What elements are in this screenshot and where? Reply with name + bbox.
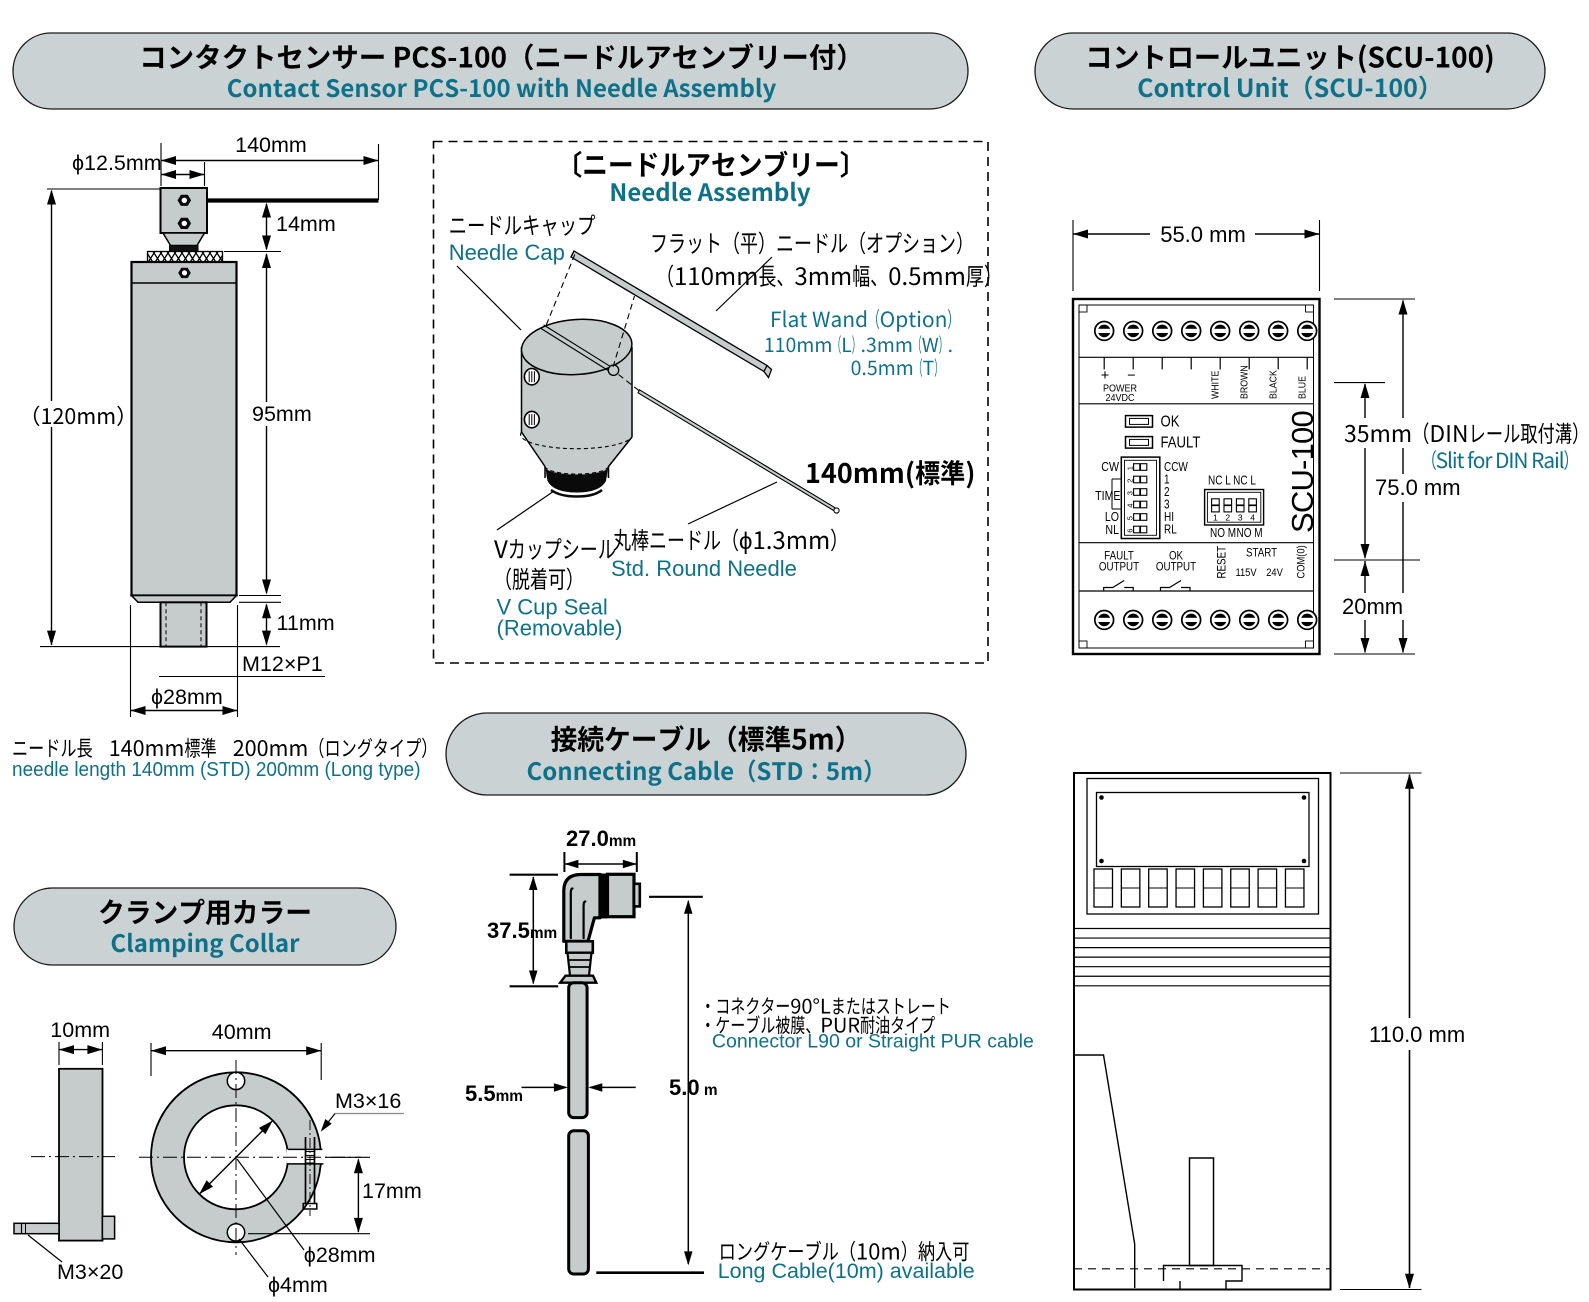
svg-text:START: START [1246,547,1278,560]
svg-text:1: 1 [1213,513,1218,523]
svg-text:40mm: 40mm [212,1020,272,1044]
svg-text:NO M: NO M [1210,527,1236,540]
svg-text:ϕ28mm: ϕ28mm [304,1243,376,1267]
svg-text:needle length 140mm (STD) 200m: needle length 140mm (STD) 200mm (Long ty… [12,759,421,782]
svg-text:1: 1 [1126,466,1135,470]
svg-text:SCU-100: SCU-100 [1285,411,1320,533]
svg-text:BLACK: BLACK [1267,370,1279,399]
svg-text:3: 3 [1126,491,1135,495]
svg-text:−: − [1127,368,1135,384]
svg-text:ϕ28mm: ϕ28mm [151,685,223,709]
svg-text:Connector L90 or Straight PUR: Connector L90 or Straight PUR cable [712,1031,1034,1053]
svg-text:Long Cable(10m) available: Long Cable(10m) available [718,1259,975,1283]
svg-text:20mm: 20mm [1342,594,1403,619]
svg-text:OK: OK [1161,413,1180,430]
svg-text:COM(0): COM(0) [1296,545,1308,578]
svg-text:WHITE: WHITE [1209,371,1221,399]
svg-text:V Cup Seal: V Cup Seal [497,595,608,620]
svg-text:M12×P1: M12×P1 [242,652,323,676]
svg-text:3: 3 [1238,513,1243,523]
svg-text:55.0 mm: 55.0 mm [1160,222,1246,247]
svg-text:Std. Round Needle: Std. Round Needle [611,556,797,581]
svg-text:POWER: POWER [1103,383,1137,395]
svg-text:BROWN: BROWN [1238,365,1250,399]
svg-text:ϕ12.5mm: ϕ12.5mm [72,151,162,175]
svg-text:ϕ4mm: ϕ4mm [268,1273,328,1297]
svg-text:M3×16: M3×16 [335,1089,401,1113]
svg-text:NL: NL [1105,523,1119,537]
svg-text:6: 6 [1126,529,1135,533]
svg-text:110.0 mm: 110.0 mm [1369,1022,1465,1047]
svg-text:CCW: CCW [1164,461,1188,474]
svg-text:24VDC: 24VDC [1106,393,1135,405]
svg-text:3: 3 [1164,499,1170,512]
svg-text:HI: HI [1164,511,1174,524]
svg-text:17mm: 17mm [362,1179,422,1203]
svg-text:140mm: 140mm [235,133,307,157]
svg-text:2: 2 [1225,513,1230,523]
svg-text:14mm: 14mm [276,212,336,236]
svg-text:RL: RL [1164,524,1177,537]
svg-text:OUTPUT: OUTPUT [1099,561,1140,574]
svg-text:RESET: RESET [1216,546,1229,579]
svg-text:LO: LO [1105,510,1119,524]
svg-text:NO M: NO M [1237,527,1263,540]
svg-text:2: 2 [1126,479,1135,483]
svg-text:NC L NC L: NC L NC L [1208,475,1256,488]
svg-text:Needle Cap: Needle Cap [449,240,565,265]
svg-text:OUTPUT: OUTPUT [1156,561,1197,574]
svg-text:24V: 24V [1266,567,1283,579]
svg-text:4: 4 [1126,504,1135,508]
svg-text:27.0mm: 27.0mm [566,826,636,851]
svg-text:BLUE: BLUE [1296,376,1308,399]
svg-text:10mm: 10mm [50,1018,110,1042]
svg-text:115V: 115V [1235,567,1256,579]
svg-text:FAULT: FAULT [1104,550,1134,563]
svg-text:+: + [1101,368,1109,384]
svg-text:11mm: 11mm [277,611,335,635]
svg-text:2: 2 [1164,486,1170,499]
svg-text:TIME: TIME [1095,489,1121,503]
svg-text:(Removable): (Removable) [497,616,623,641]
svg-text:1: 1 [1164,474,1170,487]
svg-text:95mm: 95mm [252,402,312,426]
svg-text:OK: OK [1169,550,1183,563]
svg-text:5: 5 [1126,516,1135,520]
svg-text:FAULT: FAULT [1161,434,1201,451]
svg-text:M3×20: M3×20 [57,1260,123,1284]
svg-text:75.0 mm: 75.0 mm [1375,475,1461,500]
svg-text:CW: CW [1101,460,1119,474]
svg-text:4: 4 [1250,513,1255,523]
